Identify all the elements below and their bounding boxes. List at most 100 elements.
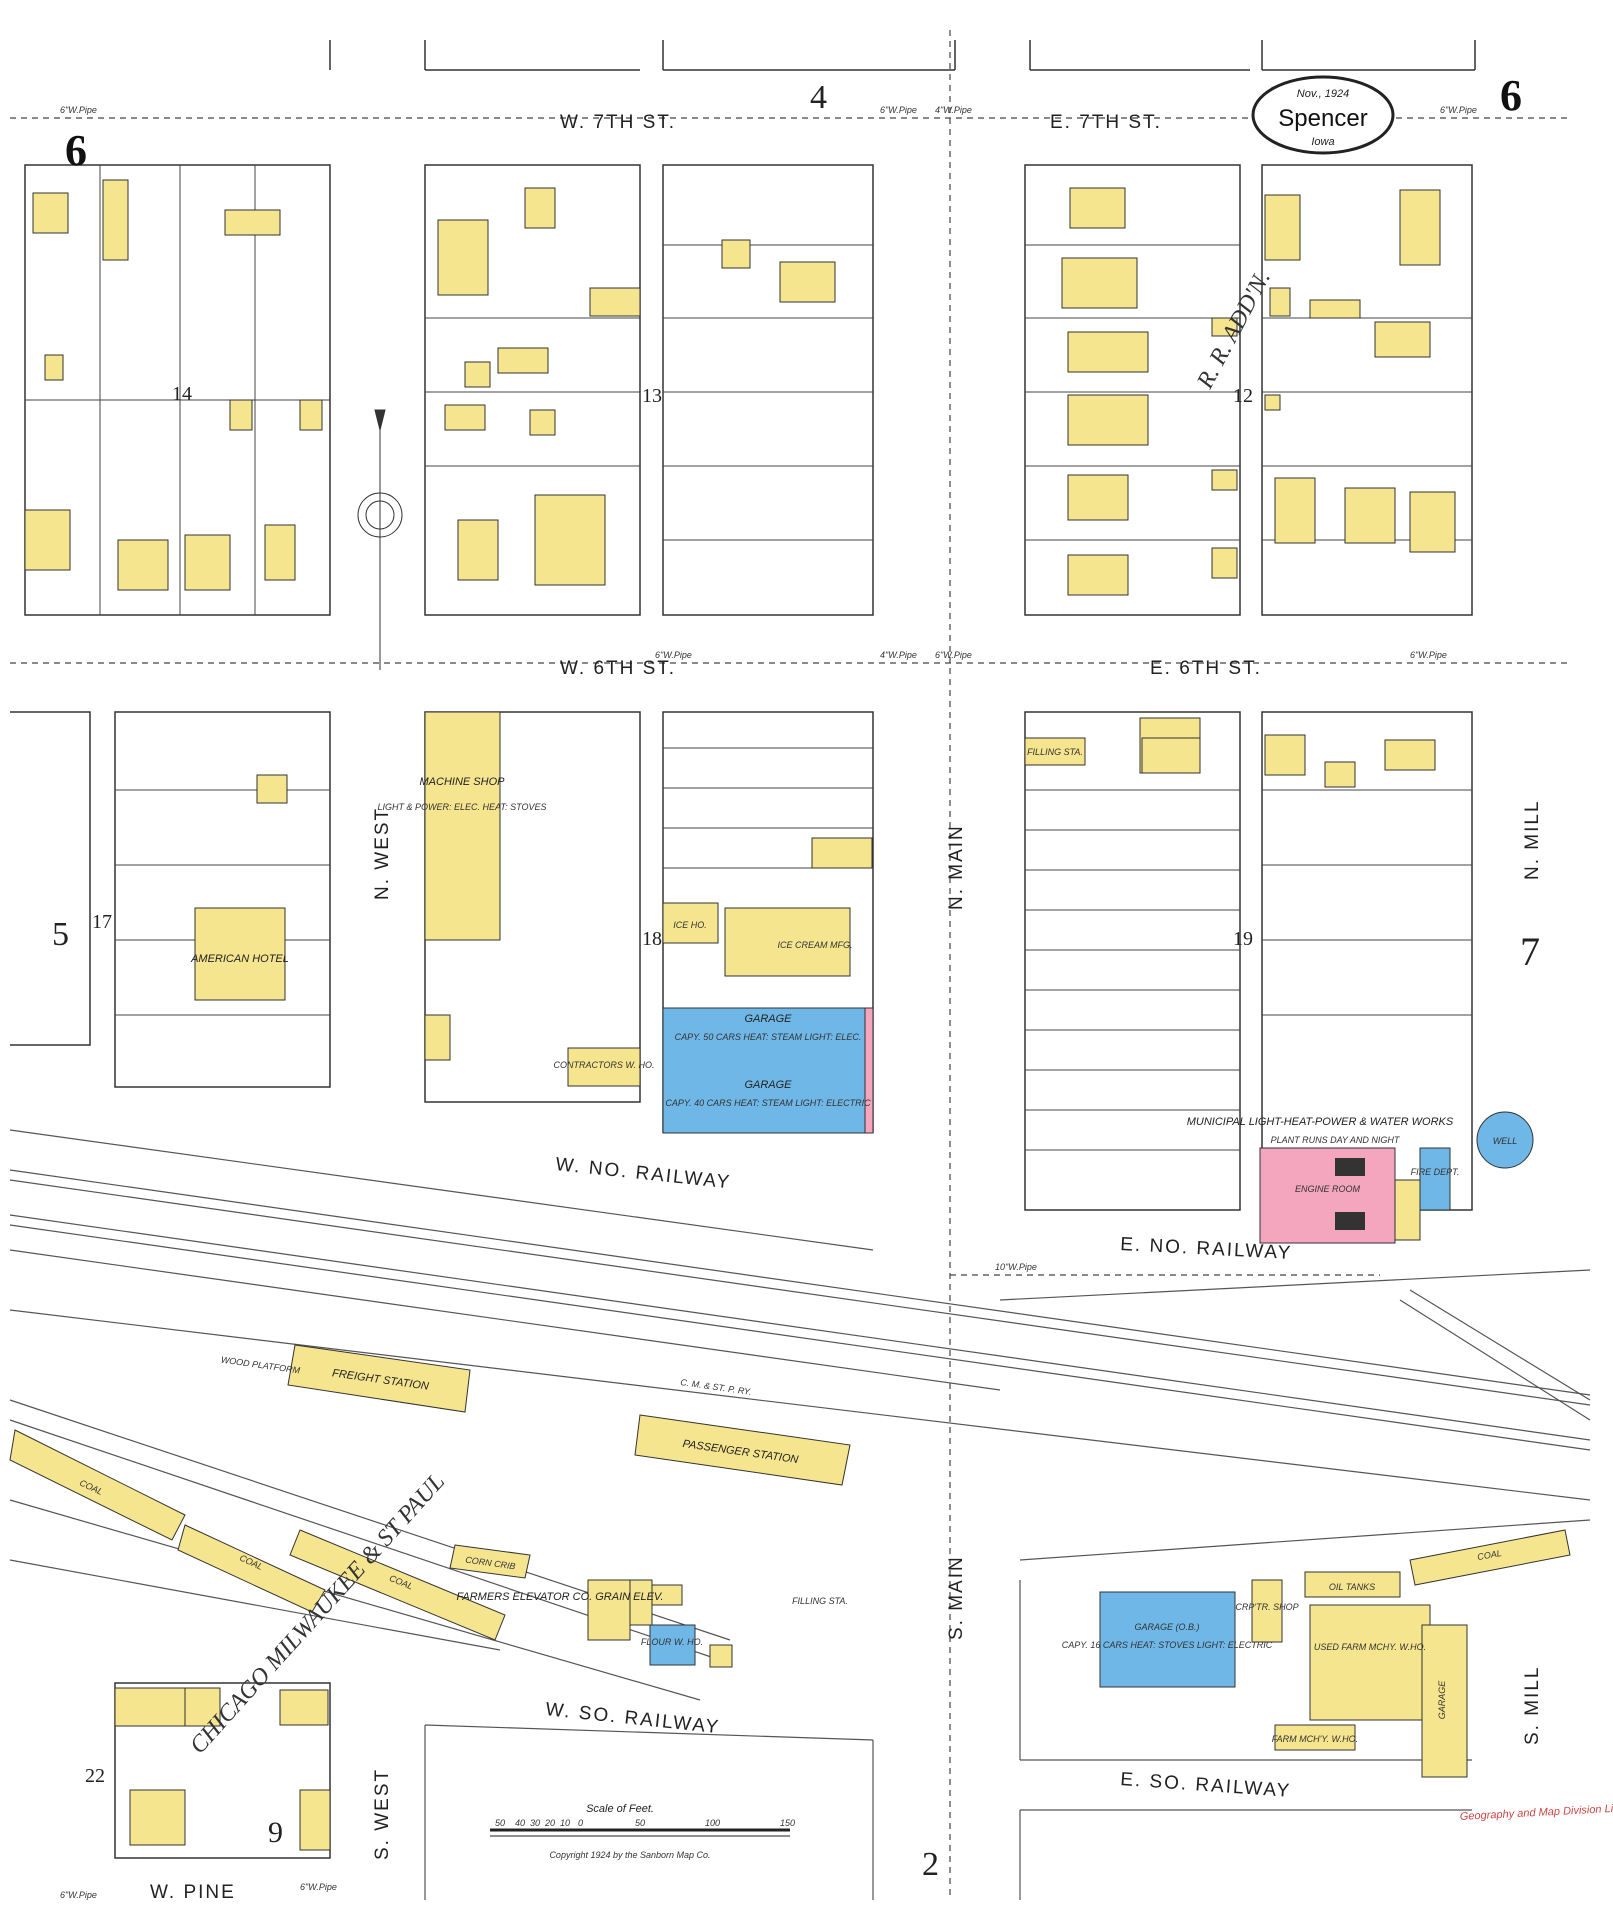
- label-well: WELL: [1493, 1136, 1518, 1146]
- label-engine-room: ENGINE ROOM: [1295, 1184, 1361, 1194]
- label-garage-1: GARAGE: [744, 1013, 792, 1025]
- sheet-number-west: 5: [52, 916, 69, 953]
- dwellings: [24, 179, 1456, 869]
- pipe-label-ne: 6"W.Pipe: [1440, 105, 1477, 115]
- pipe-label-6th-ne: 6"W.Pipe: [1410, 650, 1447, 660]
- ice-cream-building: [724, 907, 851, 977]
- street-e7: E. 7TH ST.: [1050, 112, 1162, 133]
- pipe-label-7th-e: 4"W.Pipe: [935, 105, 972, 115]
- block-18: 18: [642, 928, 662, 950]
- scale-tick-100: 100: [705, 1818, 720, 1828]
- street-s-mill: S. MILL: [1522, 1666, 1543, 1745]
- sheet-number-north: 4: [810, 79, 827, 116]
- label-railroad: C. M. & ST. P. RY.: [680, 1377, 753, 1397]
- pipe-label-7th-w: 6"W.Pipe: [880, 105, 917, 115]
- farm-machinery-warehouse: [1274, 1724, 1356, 1751]
- scale-label: Scale of Feet.: [586, 1803, 654, 1815]
- coal-shed-3: [289, 1529, 506, 1641]
- title-stamp: Nov., 1924 Spencer Iowa: [1251, 75, 1395, 155]
- sheet-number-nw: 6: [65, 126, 87, 175]
- used-farm-warehouse: [1309, 1604, 1431, 1721]
- commercial-buildings: [194, 711, 1451, 1244]
- scale-tick-40: 40: [515, 1818, 525, 1828]
- pipe-labels: 6"W.Pipe 6"W.Pipe 4"W.Pipe 6"W.Pipe 6"W.…: [60, 105, 1477, 1900]
- scale-tick-20: 20: [544, 1818, 555, 1828]
- street-n-main: N. MAIN: [946, 824, 967, 910]
- label-filling-station: FILLING STA.: [1027, 747, 1083, 757]
- label-wood-platform: WOOD PLATFORM: [220, 1355, 301, 1376]
- street-w-pine: W. PINE: [150, 1882, 236, 1903]
- label-municipal-note: PLANT RUNS DAY AND NIGHT: [1271, 1135, 1401, 1145]
- label-ice-house: ICE HO.: [673, 920, 707, 930]
- filling-station-building: [1024, 737, 1086, 766]
- label-contractors: CONTRACTORS W. HO.: [554, 1060, 655, 1070]
- label-fire-dept: FIRE DEPT.: [1411, 1167, 1460, 1177]
- label-garage-ob-note: CAPY. 16 CARS HEAT: STOVES LIGHT: ELECTR…: [1062, 1640, 1273, 1650]
- municipal-plant-building: [1259, 1147, 1396, 1244]
- pipe-label-pine-e: 6"W.Pipe: [300, 1882, 337, 1892]
- street-w-no-railway: W. NO. RAILWAY: [554, 1154, 732, 1193]
- compass-rose: [357, 409, 403, 670]
- street-s-main: S. MAIN: [946, 1555, 967, 1640]
- scale-tick-50: 50: [635, 1818, 645, 1828]
- stamp-city: Spencer: [1278, 105, 1367, 132]
- label-garage-right: GARAGE: [1437, 1680, 1447, 1720]
- street-s-west: S. WEST: [372, 1768, 393, 1860]
- sheet-number-east: 7: [1520, 929, 1540, 974]
- block-13: 13: [642, 385, 662, 407]
- label-used-farm: USED FARM MCHY. W.HO.: [1314, 1642, 1426, 1652]
- freight-station-building: [287, 1344, 471, 1413]
- grain-elevator-building: [587, 1579, 631, 1641]
- machine-shop-building: [424, 711, 501, 941]
- label-machine-shop: MACHINE SHOP: [420, 776, 506, 788]
- block-14: 14: [172, 383, 192, 405]
- label-garage-2: GARAGE: [744, 1079, 792, 1091]
- well: [1476, 1111, 1534, 1169]
- block-12: 12: [1233, 385, 1253, 407]
- street-e-so-railway: E. SO. RAILWAY: [1120, 1769, 1292, 1802]
- label-addition: R. R. ADD'N.: [1192, 266, 1276, 393]
- ice-house-building: [662, 902, 719, 944]
- label-garage-ob: GARAGE (O.B.): [1134, 1622, 1199, 1632]
- pipe-label-nw: 6"W.Pipe: [60, 105, 97, 115]
- railway-buildings: [9, 1344, 1571, 1851]
- label-municipal: MUNICIPAL LIGHT-HEAT-POWER & WATER WORKS: [1187, 1116, 1454, 1128]
- block-19: 19: [1233, 928, 1253, 950]
- flour-warehouse-building: [649, 1624, 696, 1666]
- label-machine-shop-note: LIGHT & POWER: ELEC. HEAT: STOVES: [377, 802, 546, 812]
- label-american-hotel: AMERICAN HOTEL: [190, 953, 289, 965]
- coal-shed-east: [1409, 1529, 1571, 1586]
- copyright: Copyright 1924 by the Sanborn Map Co.: [549, 1850, 710, 1860]
- label-oil-tanks: OIL TANKS: [1329, 1582, 1375, 1592]
- corn-crib-building: [449, 1544, 531, 1579]
- scale-bar: Scale of Feet. 50 40 30 20 10 0 50 100 1…: [490, 1803, 795, 1860]
- stamp-state: Iowa: [1311, 136, 1334, 148]
- label-garage-1-note: CAPY. 50 CARS HEAT: STEAM LIGHT: ELEC.: [675, 1032, 862, 1042]
- pipe-label-6th-m: 4"W.Pipe: [880, 650, 917, 660]
- pipe-label-pine-w: 6"W.Pipe: [60, 1890, 97, 1900]
- street-w6: W. 6TH ST.: [560, 658, 676, 679]
- garage-building: [662, 1007, 874, 1134]
- street-n-mill: N. MILL: [1522, 799, 1543, 880]
- pipe-label-6th-e: 6"W.Pipe: [935, 650, 972, 660]
- block-22: 22: [85, 1765, 105, 1787]
- sheet-numbers: 6 6 4 5 7 2 9: [52, 71, 1540, 1883]
- label-carpenter-shop: CRP'TR. SHOP: [1235, 1602, 1298, 1612]
- railway-tracks: [9, 1129, 1591, 1900]
- street-n-west: N. WEST: [372, 807, 393, 900]
- scale-tick-10: 10: [560, 1818, 570, 1828]
- fire-dept-building: [1419, 1147, 1451, 1211]
- coal-shed-1: [9, 1429, 186, 1541]
- scale-tick-50w: 50: [495, 1818, 505, 1828]
- pipe-label-6th-w: 6"W.Pipe: [655, 650, 692, 660]
- garage-ob-building: [1099, 1591, 1236, 1688]
- coal-shed-2: [177, 1524, 326, 1613]
- street-w7: W. 7TH ST.: [560, 112, 676, 133]
- label-filling-station-2: FILLING STA.: [792, 1596, 848, 1606]
- label-garage-2-note: CAPY. 40 CARS HEAT: STEAM LIGHT: ELECTRI…: [665, 1098, 871, 1108]
- label-flour-warehouse: FLOUR W. HO.: [641, 1637, 703, 1647]
- block-17: 17: [92, 911, 112, 933]
- sheet-number-southwest: 9: [268, 1816, 283, 1849]
- scale-tick-30: 30: [530, 1818, 540, 1828]
